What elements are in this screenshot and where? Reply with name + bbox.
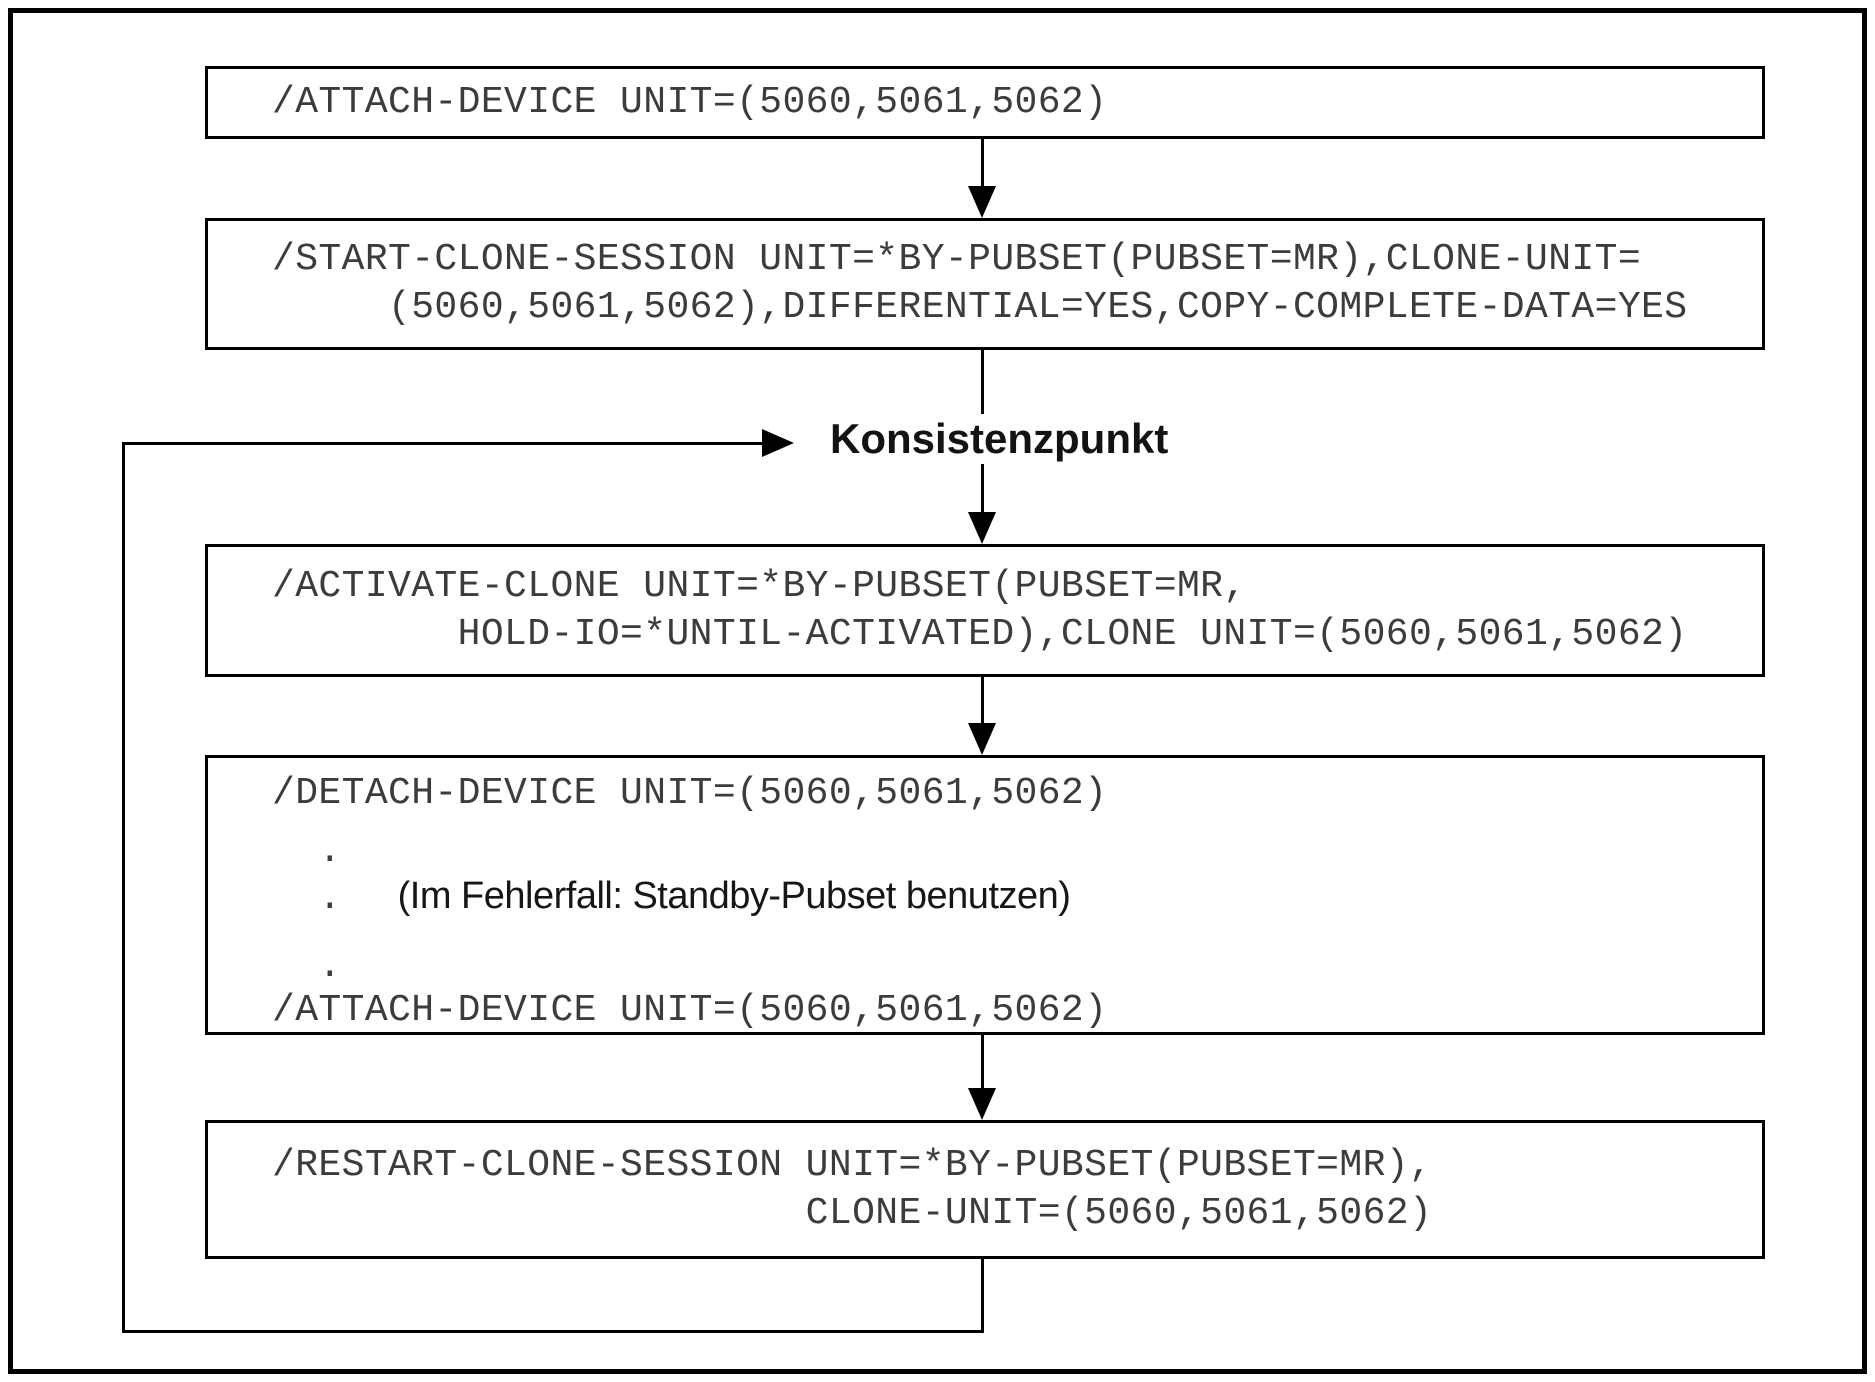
flow-arrow-stem-2 — [981, 464, 984, 514]
flow-arrow-stem-1 — [981, 139, 984, 189]
flowchart-box-start-clone-session: /START-CLONE-SESSION UNIT=*BY-PUBSET(PUB… — [205, 218, 1765, 350]
flowchart-box-attach-device: /ATTACH-DEVICE UNIT=(5060,5061,5062) — [205, 66, 1765, 139]
flowchart-box-restart-clone-session: /RESTART-CLONE-SESSION UNIT=*BY-PUBSET(P… — [205, 1120, 1765, 1259]
flowchart-box-activate-clone: /ACTIVATE-CLONE UNIT=*BY-PUBSET(PUBSET=M… — [205, 544, 1765, 677]
ellipsis-dot: . — [272, 877, 342, 920]
flow-arrow-stem-3 — [981, 677, 984, 725]
command-line: /DETACH-DEVICE UNIT=(5060,5061,5062) — [272, 772, 1108, 815]
command-line: HOLD-IO=*UNTIL-ACTIVATED),CLONE UNIT=(50… — [272, 612, 1688, 656]
arrowhead-down-icon — [968, 1088, 996, 1120]
arrowhead-right-icon — [762, 429, 794, 457]
command-line: /ACTIVATE-CLONE UNIT=*BY-PUBSET(PUBSET=M… — [272, 564, 1247, 608]
error-case-note: (Im Fehlerfall: Standby-Pubset benutzen) — [397, 875, 1071, 917]
command-line: /ATTACH-DEVICE UNIT=(5060,5061,5062) — [272, 989, 1108, 1032]
error-case-row: . (Im Fehlerfall: Standby-Pubset benutze… — [272, 874, 1762, 921]
loop-line-down — [981, 1259, 984, 1333]
arrowhead-down-icon — [968, 512, 996, 544]
flow-line-to-konsistenzpunkt — [981, 350, 984, 418]
arrowhead-down-icon — [968, 186, 996, 218]
ellipsis-dot: . — [272, 830, 342, 873]
command-line: /START-CLONE-SESSION UNIT=*BY-PUBSET(PUB… — [272, 238, 1642, 281]
ellipsis-dot: . — [272, 945, 342, 988]
flow-arrow-stem-4 — [981, 1035, 984, 1090]
command-line: /ATTACH-DEVICE UNIT=(5060,5061,5062) — [272, 80, 1108, 124]
flowchart-box-detach-attach-device: /DETACH-DEVICE UNIT=(5060,5061,5062) . .… — [205, 755, 1765, 1035]
command-line: CLONE-UNIT=(5060,5061,5062) — [272, 1191, 1433, 1235]
loop-line-to-konsistenzpunkt — [122, 442, 764, 445]
arrowhead-down-icon — [968, 723, 996, 755]
konsistenzpunkt-label: Konsistenzpunkt — [826, 414, 1173, 464]
command-line: (5060,5061,5062),DIFFERENTIAL=YES,COPY-C… — [272, 286, 1688, 329]
loop-line-left — [122, 442, 125, 1333]
command-line: /RESTART-CLONE-SESSION UNIT=*BY-PUBSET(P… — [272, 1143, 1433, 1187]
loop-line-bottom — [122, 1330, 984, 1333]
